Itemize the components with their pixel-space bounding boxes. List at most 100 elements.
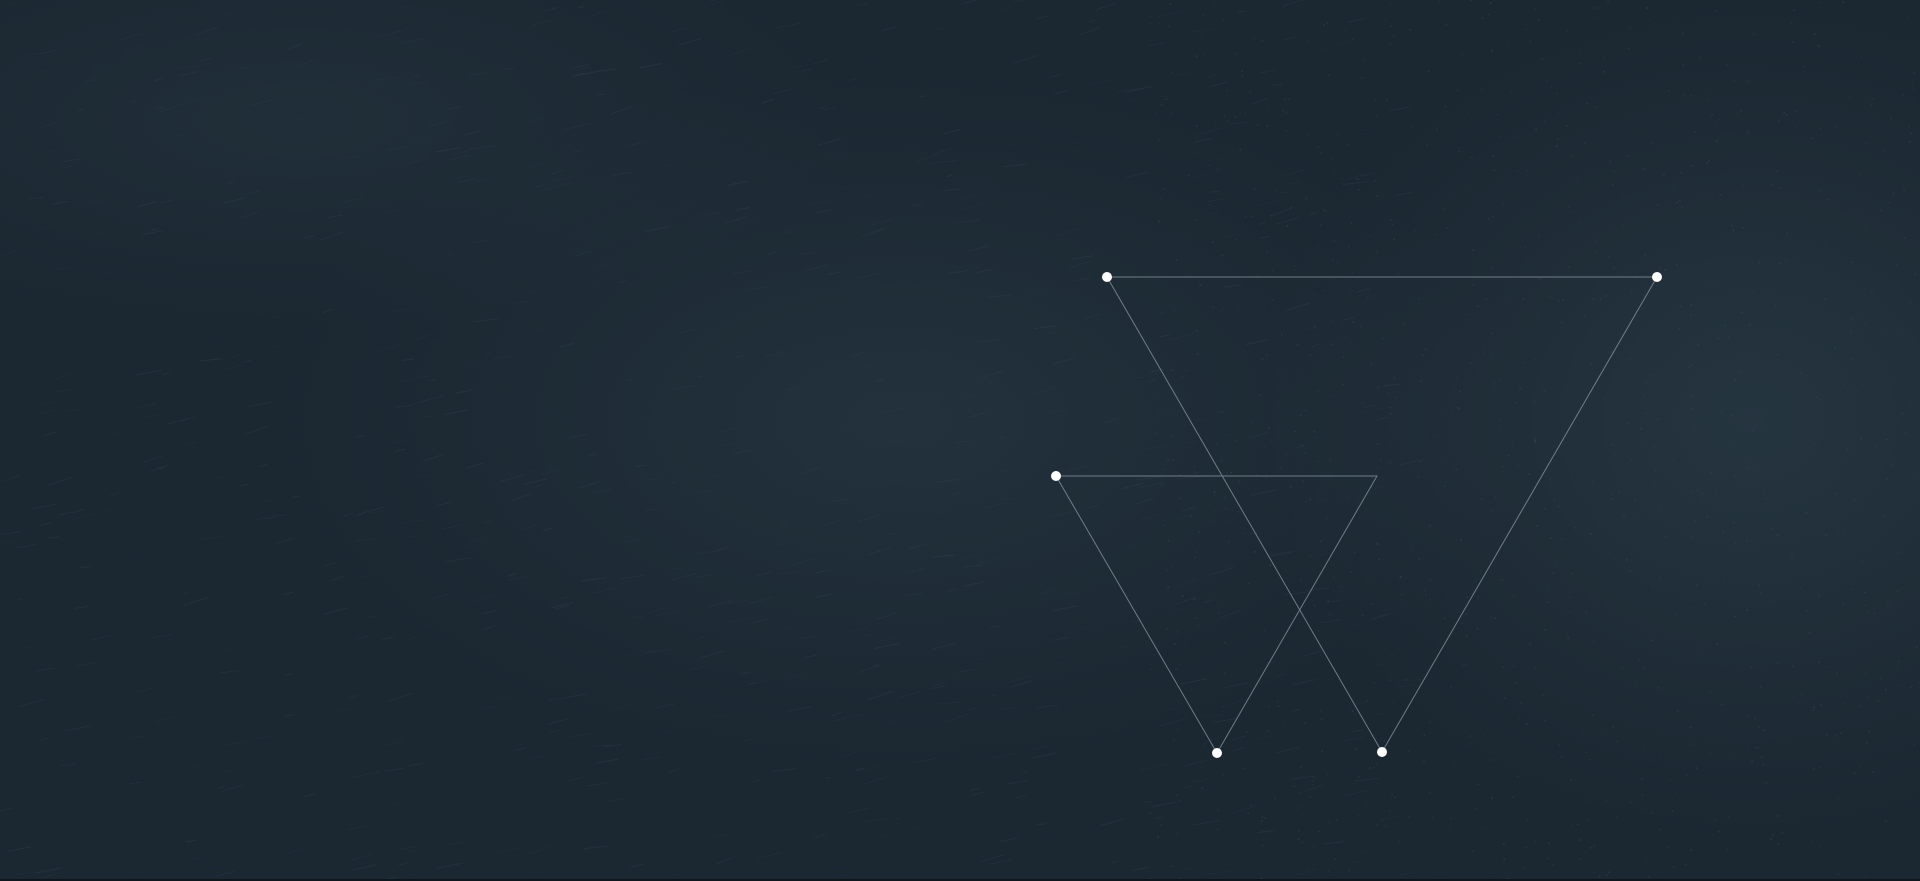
texture-streak [1014, 794, 1027, 799]
texture-dot [1247, 582, 1250, 585]
texture-dot [1484, 0, 1487, 1]
texture-streak [1345, 173, 1364, 181]
texture-dot [1659, 509, 1662, 512]
texture-streak [32, 503, 57, 510]
texture-dot [1571, 154, 1574, 157]
texture-streak [52, 266, 71, 272]
texture-dot [1425, 130, 1428, 133]
texture-dot [1336, 133, 1339, 136]
texture-dot [1628, 358, 1631, 361]
texture-streak [724, 216, 748, 224]
texture-dot [1871, 97, 1874, 100]
texture-dot [1358, 775, 1361, 778]
texture-dot [1410, 125, 1413, 128]
texture-dot [1522, 297, 1525, 300]
texture-streak [2, 541, 14, 544]
texture-dot [1604, 294, 1607, 297]
texture-dot [1455, 468, 1458, 471]
texture-dot [1864, 322, 1867, 325]
texture-streak [911, 823, 927, 830]
texture-streak [1218, 610, 1241, 619]
texture-streak [254, 513, 277, 521]
texture-dot [1532, 29, 1535, 32]
texture-streak [409, 762, 424, 767]
texture-dot [1715, 643, 1718, 646]
texture-dot [1287, 487, 1290, 490]
texture-dot [1673, 821, 1676, 824]
texture-dot [1363, 59, 1366, 62]
texture-dot [1225, 89, 1228, 92]
texture-dot [1223, 115, 1226, 118]
texture-dot [1281, 109, 1284, 112]
texture-dot [1631, 202, 1634, 205]
texture-dot [1499, 419, 1501, 422]
texture-streak [673, 196, 681, 201]
texture-streak [1200, 713, 1214, 718]
texture-dot [1217, 612, 1220, 615]
texture-streak [1301, 35, 1324, 42]
texture-dot [1375, 251, 1378, 254]
texture-dot [1912, 98, 1915, 101]
texture-streak [636, 649, 656, 657]
texture-streak [322, 308, 333, 314]
texture-streak [1237, 56, 1263, 63]
texture-dot [1754, 746, 1757, 749]
texture-dot [1195, 551, 1198, 553]
texture-streak [73, 369, 85, 372]
texture-streak [976, 733, 997, 742]
texture-streak [167, 417, 191, 425]
texture-dot [1526, 261, 1529, 264]
texture-streak [987, 294, 1013, 298]
texture-streak [979, 556, 1003, 564]
texture-dot [1558, 505, 1561, 508]
texture-dot [1913, 743, 1916, 746]
texture-dot [1543, 120, 1546, 123]
texture-dot [1158, 138, 1161, 141]
texture-dot [1867, 73, 1870, 75]
texture-dot [1896, 667, 1898, 670]
texture-streak [609, 105, 634, 115]
texture-streak [1176, 237, 1189, 243]
texture-dot [1190, 594, 1193, 597]
texture-dot [1801, 422, 1804, 425]
texture-dot [1508, 298, 1511, 301]
texture-streak [1076, 60, 1096, 67]
texture-dot [1704, 93, 1707, 96]
texture-streak [668, 768, 680, 773]
texture-streak [675, 81, 684, 85]
texture-dot [1554, 562, 1557, 565]
texture-dot [1690, 303, 1693, 306]
texture-streak [404, 532, 419, 539]
texture-dot [1814, 442, 1816, 445]
texture-dot [1913, 458, 1916, 461]
texture-streak [891, 811, 899, 813]
texture-streak [40, 521, 52, 526]
texture-streak [222, 197, 247, 204]
texture-streak [791, 558, 813, 567]
texture-streak [1, 267, 21, 275]
texture-dot [1757, 584, 1760, 587]
texture-dot [1897, 660, 1900, 663]
texture-streak [1052, 636, 1070, 641]
texture-dot [1321, 207, 1324, 210]
texture-dot [1609, 160, 1612, 163]
texture-streak [491, 355, 512, 360]
texture-dot [1593, 870, 1596, 873]
texture-dot [1593, 15, 1596, 18]
texture-dot [1733, 79, 1736, 82]
texture-dot [1725, 64, 1728, 67]
texture-streak [60, 164, 73, 170]
texture-dot [1568, 288, 1571, 291]
texture-dot [1556, 92, 1559, 95]
texture-dot [1371, 315, 1374, 318]
texture-dot [1164, 742, 1167, 745]
texture-streak [885, 123, 902, 128]
texture-dot [1217, 167, 1220, 170]
texture-streak [275, 537, 295, 545]
texture-dot [1501, 381, 1504, 383]
texture-streak [955, 218, 981, 224]
texture-dot [1565, 489, 1568, 492]
texture-dot [1683, 407, 1686, 410]
texture-streak [430, 379, 437, 381]
texture-dot [1496, 113, 1499, 116]
